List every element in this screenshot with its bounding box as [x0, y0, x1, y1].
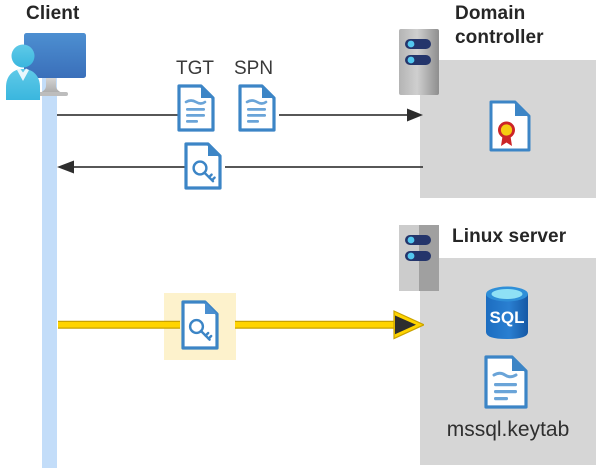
server-rack-icon [398, 28, 440, 96]
key-document-icon [184, 142, 222, 190]
flow-arrow-request [57, 100, 423, 130]
domain-controller-title-line1: Domain [455, 3, 526, 24]
certificate-icon [489, 100, 531, 152]
server-rack-icon [398, 224, 440, 292]
client-title: Client [26, 3, 80, 24]
domain-controller-title-line2: controller [455, 27, 544, 48]
flow-arrow-authenticate [50, 306, 426, 344]
client-lifeline [42, 70, 57, 468]
document-icon [177, 84, 215, 132]
label-spn: SPN [234, 58, 274, 79]
domain-controller-title: Domain controller [455, 2, 595, 50]
keytab-filename-label: mssql.keytab [446, 418, 570, 441]
linux-server-title: Linux server [452, 226, 567, 247]
key-document-icon [181, 300, 219, 350]
flow-arrow-response [57, 152, 423, 182]
label-tgt: TGT [176, 58, 214, 79]
keytab-document-icon [484, 355, 528, 409]
document-icon [238, 84, 276, 132]
sql-label: SQL [490, 308, 525, 327]
sql-database-icon: SQL [482, 285, 532, 340]
user-workstation-icon [6, 28, 92, 100]
